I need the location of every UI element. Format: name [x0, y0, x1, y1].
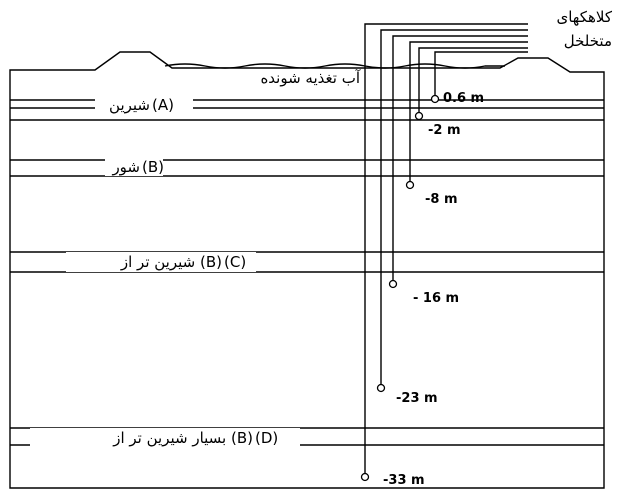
porous-cup-0-6m: [432, 96, 439, 103]
porous-caps-title-line1: کلاهکهای: [556, 8, 612, 26]
porous-cup-23m: [378, 385, 385, 392]
layer-c-letter: (C): [224, 253, 246, 271]
porous-caps-title-line2: متخلخل: [564, 32, 612, 50]
depth-label-0-6m: 0.6 m: [443, 91, 484, 106]
depth-label-33m: -33 m: [383, 473, 425, 488]
layer-a-text: شیرین: [109, 96, 150, 114]
layer-a-letter: (A): [152, 96, 174, 114]
tube-0-6m: [435, 52, 528, 95]
depth-label-16m: - 16 m: [413, 291, 459, 306]
layer-d-text: بسیار شیرین تر از (B): [112, 429, 253, 447]
tube-23m: [381, 30, 528, 384]
depth-label-2m: -2 m: [428, 123, 461, 138]
porous-cup-33m: [362, 474, 369, 481]
layer-b-text: شور: [111, 158, 140, 176]
porous-cup-2m: [416, 113, 423, 120]
layer-d-letter: (D): [255, 429, 278, 447]
layer-c-text: شیرین تر از (B): [120, 253, 222, 271]
porous-cup-8m: [407, 182, 414, 189]
layer-b-letter: (B): [142, 158, 164, 176]
recharge-water-label: آب تغذیه شونده: [260, 69, 360, 87]
porous-cup-16m: [390, 281, 397, 288]
tube-16m: [393, 36, 528, 280]
depth-label-8m: -8 m: [425, 192, 458, 207]
depth-label-23m: -23 m: [396, 391, 438, 406]
